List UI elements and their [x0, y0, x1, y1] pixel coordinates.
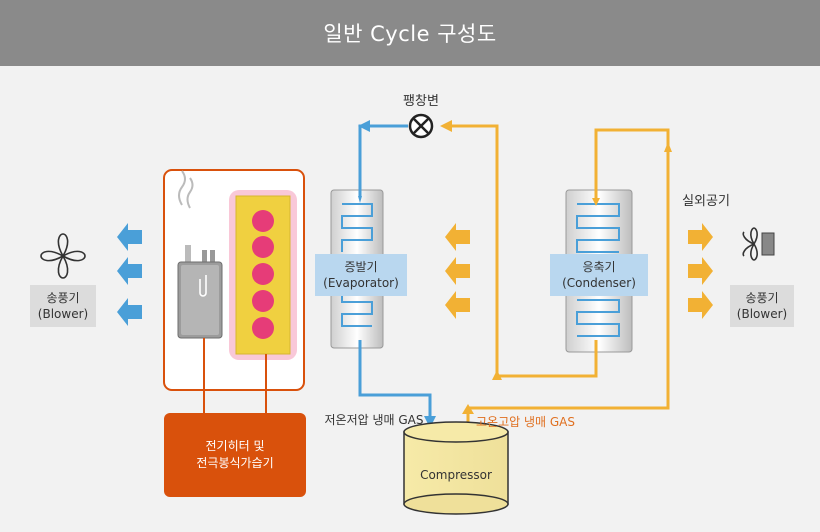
blue-line-valve-to-evap: [358, 124, 408, 196]
condenser-tubes: [576, 203, 620, 337]
heater-humidifier-box: 전기히터 및 전극봉식가습기: [164, 413, 306, 497]
heater-elements: [252, 210, 274, 339]
right-air-arrows: [688, 223, 713, 319]
page-title: 일반 Cycle 구성도: [323, 22, 497, 46]
humidifier-icon: [177, 170, 223, 339]
middle-air-arrows: [445, 223, 470, 319]
left-blower-line1: 송풍기: [46, 291, 80, 305]
evaporator-label: 증발기 (Evaporator): [315, 254, 407, 296]
heater-line1: 전기히터 및: [205, 439, 265, 453]
right-blower-line2: (Blower): [736, 307, 788, 321]
evaporator-line1: 증발기: [344, 260, 378, 274]
compressor-cylinder: [403, 421, 509, 515]
left-air-arrows: [117, 223, 142, 326]
low-pressure-gas-label: 저온저압 냉매 GAS: [324, 413, 424, 427]
right-fan-icon: [742, 227, 775, 261]
right-blower-label: 송풍기 (Blower): [730, 285, 794, 327]
evaporator-line2: (Evaporator): [323, 276, 399, 290]
condenser-label: 응축기 (Condenser): [550, 254, 648, 296]
left-blower-label: 송풍기 (Blower): [30, 285, 96, 327]
blue-arrow-left: [358, 120, 370, 132]
high-pressure-gas-label: 고온고압 냉매 GAS: [476, 415, 575, 429]
left-fan-icon: [40, 233, 86, 279]
outdoor-air-label: 실외공기: [682, 194, 730, 209]
compressor-label: Compressor: [420, 468, 492, 482]
blue-line-evap-to-comp: [358, 340, 432, 418]
condenser-line1: 응축기: [582, 260, 616, 274]
condenser-line2: (Condenser): [562, 276, 636, 290]
page-header: 일반 Cycle 구성도: [0, 0, 820, 66]
right-blower-line1: 송풍기: [745, 291, 779, 305]
heater-line2: 전극봉식가습기: [196, 456, 274, 470]
expansion-valve-icon: [408, 113, 434, 139]
left-blower-line2: (Blower): [37, 307, 89, 321]
expansion-valve-label: 팽창변: [403, 94, 439, 109]
